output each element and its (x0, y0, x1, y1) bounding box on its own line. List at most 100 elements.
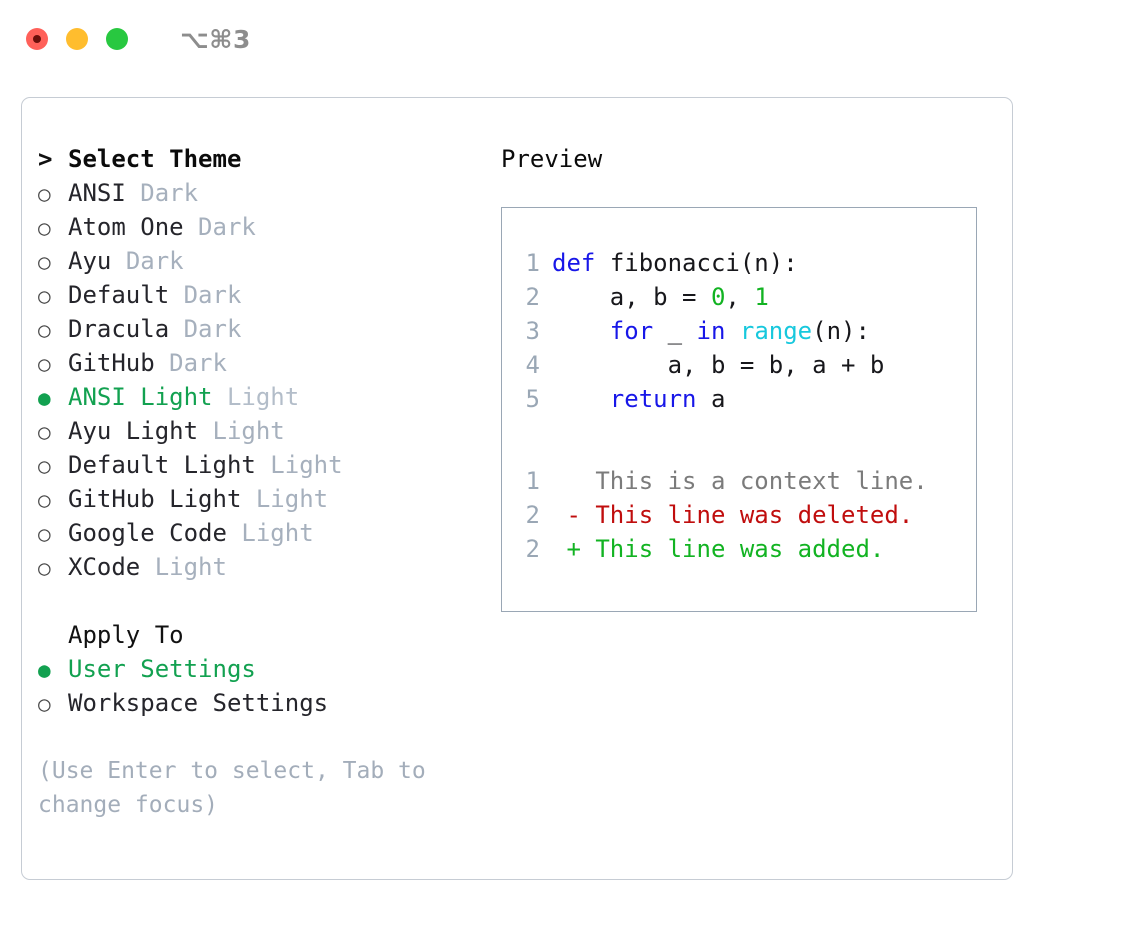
theme-list-item[interactable]: ○Atom One Dark (38, 210, 498, 244)
apply-to-title: Apply To (68, 621, 184, 649)
radio-unselected-icon[interactable]: ○ (38, 216, 51, 240)
theme-name: GitHub Light (68, 485, 242, 513)
code-token: fibonacci(n): (609, 249, 798, 277)
theme-name-space (140, 550, 154, 584)
theme-list-item[interactable]: ○ Default Light Light (38, 448, 498, 482)
keyboard-shortcut-label: ⌥⌘3 (180, 24, 251, 54)
theme-name: GitHub (68, 349, 155, 377)
theme-name: Ayu (68, 247, 112, 275)
list-spacer (38, 584, 498, 618)
theme-kind-tag: Light (241, 519, 314, 547)
diff-sign: + (552, 535, 596, 563)
radio-selected-icon[interactable]: ● (38, 386, 51, 410)
theme-list: ○ANSI Dark○Atom One Dark○Ayu Dark○Defaul… (38, 176, 498, 584)
theme-list-item[interactable]: ○ Dracula Dark (38, 312, 498, 346)
code-token (552, 317, 610, 345)
select-theme-header: > Select Theme (38, 142, 498, 176)
hint-spacer (38, 720, 498, 754)
theme-name-space (111, 244, 125, 278)
theme-list-item[interactable]: ○ Google Code Light (38, 516, 498, 550)
diff-line-number: 1 (525, 467, 540, 495)
theme-list-item[interactable]: ○GitHub Dark (38, 346, 498, 380)
apply-to-option[interactable]: ○Workspace Settings (38, 686, 498, 720)
radio-unselected-icon[interactable]: ○ (38, 284, 51, 308)
radio-unselected-icon[interactable]: ○ (38, 250, 51, 274)
diff-sign: - (552, 501, 596, 529)
close-button[interactable] (26, 28, 48, 50)
theme-list-item[interactable]: ○XCode Light (38, 550, 498, 584)
theme-name-space (184, 210, 198, 244)
diff-line: 2 + This line was added. (502, 532, 976, 566)
preview-gap (502, 416, 976, 464)
code-line: 5 return a (502, 382, 976, 416)
code-token: a (696, 385, 726, 413)
theme-list-item[interactable]: ● ANSI Light Light (38, 380, 498, 414)
code-token (725, 317, 739, 345)
radio-unselected-icon[interactable]: ○ (38, 522, 51, 546)
code-line: 1 def fibonacci(n): (502, 246, 976, 280)
theme-name: Google Code (68, 519, 227, 547)
theme-kind-tag: Dark (183, 315, 242, 343)
radio-unselected-icon[interactable]: ○ (38, 352, 51, 376)
code-line-number: 2 (525, 283, 540, 311)
apply-to-option[interactable]: ●User Settings (38, 652, 498, 686)
theme-list-item[interactable]: ○ ANSI Dark (38, 176, 498, 210)
minimize-button[interactable] (66, 28, 88, 50)
radio-unselected-icon[interactable]: ○ (38, 556, 51, 580)
theme-name: Atom One (68, 213, 184, 241)
radio-selected-icon[interactable]: ● (38, 658, 51, 682)
selection-arrow-icon: > (38, 145, 53, 173)
diff-line-number: 2 (525, 501, 540, 529)
code-line: 3 for _ in range(n): (502, 314, 976, 348)
radio-unselected-icon[interactable]: ○ (38, 692, 51, 716)
radio-unselected-icon[interactable]: ○ (38, 454, 51, 478)
code-token: for (609, 317, 654, 345)
theme-name: Default (68, 281, 170, 309)
theme-list-item[interactable]: ○GitHub Light Light (38, 482, 498, 516)
theme-kind-tag: Dark (140, 179, 199, 207)
title-bar: ⌥⌘3 (0, 0, 1140, 78)
code-token (552, 385, 610, 413)
theme-kind-tag: Light (226, 383, 300, 411)
theme-list-item[interactable]: ○Ayu Light Light (38, 414, 498, 448)
radio-unselected-icon[interactable]: ○ (38, 420, 51, 444)
theme-name: Default Light (68, 451, 256, 479)
theme-list-item[interactable]: ○Default Dark (38, 278, 498, 312)
diff-line: 2 - This line was deleted. (502, 498, 976, 532)
diff-line-text: This line was added. (595, 535, 885, 563)
maximize-button[interactable] (106, 28, 128, 50)
code-token: 0 (710, 283, 726, 311)
code-token (595, 249, 609, 277)
radio-unselected-icon[interactable]: ○ (38, 318, 51, 342)
theme-name: ANSI (68, 179, 126, 207)
theme-name-space (169, 278, 183, 312)
code-line: 2 a, b = 0, 1 (502, 280, 976, 314)
theme-kind-tag: Light (270, 451, 343, 479)
radio-unselected-icon[interactable]: ○ (38, 182, 51, 206)
code-line-text: a, b = b, a + b (552, 348, 885, 382)
code-line-number: 1 (525, 249, 540, 277)
code-line-text: a, b = 0, 1 (552, 280, 769, 314)
code-line-number: 3 (525, 317, 540, 345)
code-token: _ (653, 317, 697, 345)
code-token: in (696, 317, 726, 345)
code-line-text: def fibonacci(n): (552, 246, 798, 280)
code-token: a, b = (552, 283, 711, 311)
keyboard-hint-text: (Use Enter to select, Tab to change focu… (38, 758, 440, 818)
theme-name: XCode (68, 553, 141, 581)
theme-name-space (227, 516, 241, 550)
radio-unselected-icon[interactable]: ○ (38, 488, 51, 512)
theme-name-space (169, 312, 183, 346)
diff-preview: 1 This is a context line.2 - This line w… (502, 464, 976, 566)
select-theme-title: Select Theme (68, 145, 242, 173)
code-token: (n): (812, 317, 870, 345)
theme-name-space (213, 380, 227, 414)
diff-line-number: 2 (525, 535, 540, 563)
theme-list-item[interactable]: ○Ayu Dark (38, 244, 498, 278)
theme-name-space (241, 482, 255, 516)
theme-name: Dracula (68, 315, 170, 343)
theme-name: ANSI Light (68, 383, 213, 411)
